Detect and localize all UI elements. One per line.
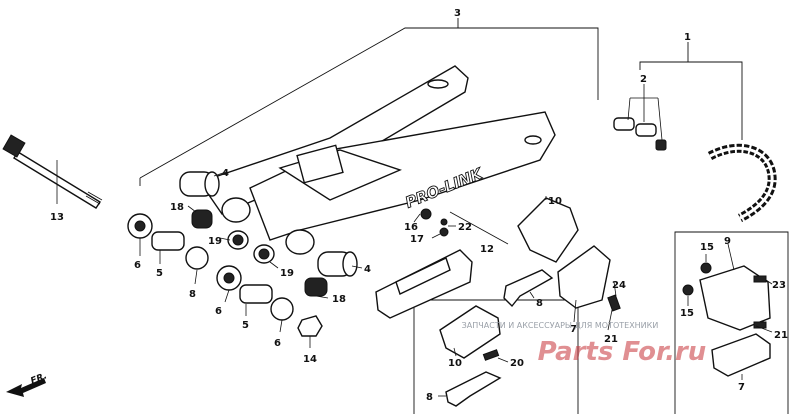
callout-21-lower: 21 <box>774 330 788 341</box>
callout-5-right: 5 <box>242 320 249 331</box>
callout-24: 24 <box>612 280 626 291</box>
callout-22: 22 <box>458 222 472 233</box>
swingarm: PRO-LINK <box>198 65 556 255</box>
callout-15-upper: 15 <box>700 242 714 253</box>
leader-lines <box>56 84 773 397</box>
callout-19-lower: 19 <box>280 268 294 279</box>
callout-5-left: 5 <box>156 268 163 279</box>
callout-6-right: 6 <box>274 338 281 349</box>
callout-9: 9 <box>724 236 731 247</box>
pivot-bolt <box>2 134 103 209</box>
callout-8-left: 8 <box>189 289 196 300</box>
callout-23: 23 <box>772 280 786 291</box>
callout-7-lower: 7 <box>738 382 745 393</box>
callout-2: 2 <box>640 74 647 85</box>
callout-6-mid: 6 <box>215 306 222 317</box>
callout-10-lower: 10 <box>448 358 462 369</box>
callout-21-upper: 21 <box>604 334 618 345</box>
chain-guides <box>420 197 771 407</box>
callout-4-lower: 4 <box>364 264 371 275</box>
watermark-logo: Parts For.ru <box>538 337 707 367</box>
callout-7-upper: 7 <box>570 324 577 335</box>
callout-1: 1 <box>684 32 691 43</box>
callout-18-upper: 18 <box>170 202 184 213</box>
callout-3: 3 <box>454 8 461 19</box>
callout-18-lower: 18 <box>332 294 346 305</box>
callout-15-lower: 15 <box>680 308 694 319</box>
callout-17: 17 <box>410 234 424 245</box>
callout-6-left: 6 <box>134 260 141 271</box>
callout-labels: 1 2 3 4 4 5 5 6 6 6 7 7 8 8 8 9 10 10 12… <box>50 8 788 403</box>
callout-10-upper: 10 <box>548 196 562 207</box>
chain-slider <box>375 249 473 319</box>
callout-20: 20 <box>510 358 524 369</box>
callout-8-upper: 8 <box>536 298 543 309</box>
watermark-caption: ЗАПЧАСТИ И АКСЕССУАРЫ ДЛЯ МОТОТЕХНИКИ <box>462 321 659 330</box>
front-arrow: FR. <box>6 371 49 397</box>
drive-chain <box>613 117 777 223</box>
callout-12: 12 <box>480 244 494 255</box>
callout-16: 16 <box>404 222 418 233</box>
watermark: ЗАПЧАСТИ И АКСЕССУАРЫ ДЛЯ МОТОТЕХНИКИ Pa… <box>462 321 707 367</box>
callout-19-upper: 19 <box>208 236 222 247</box>
callout-8-lower: 8 <box>426 392 433 403</box>
callout-14: 14 <box>303 354 317 365</box>
callout-4-upper: 4 <box>222 168 229 179</box>
group-brackets <box>139 18 789 414</box>
callout-13: 13 <box>50 212 64 223</box>
